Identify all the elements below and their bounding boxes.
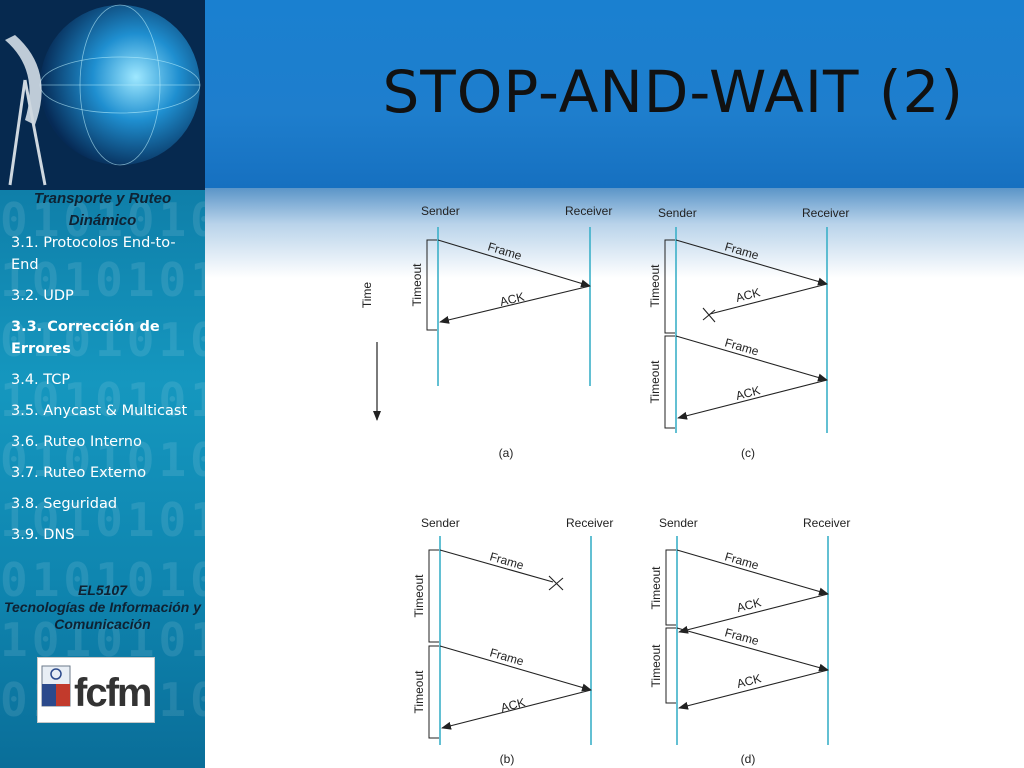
frame-arrow [439, 645, 592, 692]
frame-arrow [675, 239, 828, 286]
panel-caption: (d) [741, 752, 756, 766]
lost-ack-line [709, 283, 828, 315]
sender-label: Sender [658, 206, 697, 220]
sender-label: Sender [659, 516, 698, 530]
header-bar: STOP-AND-WAIT (2) [205, 0, 1024, 188]
ack-label: ACK [735, 595, 762, 615]
timeout-label: Timeout [412, 574, 426, 618]
frame-arrow [676, 627, 829, 672]
sidebar-title: Transporte y Ruteo Dinámico [33, 190, 172, 229]
lost-frame-line [439, 549, 554, 583]
frame-label: Frame [486, 239, 524, 263]
timeout-label: Timeout [648, 264, 662, 308]
panel-caption: (a) [499, 446, 514, 460]
menu-item-3-9[interactable]: 3.9. DNS [11, 527, 75, 543]
ack-arrow [678, 669, 829, 710]
university-seal-icon: fcfm [41, 665, 153, 715]
timeout-bracket [665, 549, 676, 626]
frame-arrow [676, 549, 829, 596]
course-info: EL5107 Tecnologías de Información y Comu… [0, 582, 205, 633]
sender-label: Sender [421, 204, 460, 218]
menu-item-3-2[interactable]: 3.2. UDP [11, 288, 74, 304]
timeout-bracket [428, 645, 439, 739]
frame-label: Frame [723, 625, 760, 648]
panel-c: Sender Receiver Timeout Timeout Frame AC… [648, 206, 849, 460]
slide-title: STOP-AND-WAIT (2) [382, 58, 964, 126]
frame-arrow [437, 239, 591, 288]
timeout-bracket [426, 239, 437, 331]
sidebar: 0101010 1010101 0101010 1010101 0101010 … [0, 0, 205, 768]
header-gradient-band [205, 188, 1024, 278]
course-code: EL5107 [77, 582, 128, 598]
lost-frame-x-icon [548, 575, 564, 591]
timeout-label: Timeout [410, 263, 424, 307]
timeout-label: Timeout [648, 360, 662, 404]
receiver-label: Receiver [566, 516, 613, 530]
panel-b: Sender Receiver Timeout Timeout Frame Fr… [412, 516, 613, 766]
menu-item-3-7[interactable]: 3.7. Ruteo Externo [11, 465, 147, 481]
panel-d: Sender Receiver Timeout Timeout Frame AC… [649, 516, 850, 766]
timeout-label: Timeout [649, 644, 663, 688]
stop-and-wait-diagram: Time Sender Receiver Timeout Frame ACK (… [360, 204, 850, 766]
timeout-label: Timeout [412, 670, 426, 714]
frame-arrow [675, 335, 828, 382]
timeout-label: Timeout [649, 566, 663, 610]
timeout-bracket [664, 335, 675, 429]
sender-label: Sender [421, 516, 460, 530]
panel-a: Sender Receiver Timeout Frame ACK (a) [410, 204, 612, 460]
ack-arrow [678, 593, 829, 634]
receiver-label: Receiver [565, 204, 612, 218]
globe-antenna-image [0, 0, 205, 190]
menu-item-3-8[interactable]: 3.8. Seguridad [11, 496, 118, 512]
timeout-bracket [665, 627, 676, 704]
receiver-label: Receiver [802, 206, 849, 220]
timeout-bracket [428, 549, 439, 643]
menu-item-3-5[interactable]: 3.5. Anycast & Multicast [11, 403, 188, 419]
course-name: Tecnologías de Información y Comunicació… [3, 599, 202, 632]
ack-label: ACK [735, 671, 762, 691]
fcfm-logo: fcfm [37, 657, 155, 723]
panel-caption: (b) [500, 752, 515, 766]
ack-arrow [677, 379, 828, 420]
ack-arrow [439, 285, 591, 324]
ack-label: ACK [734, 285, 761, 305]
receiver-label: Receiver [803, 516, 850, 530]
time-label: Time [360, 282, 374, 309]
ack-label: ACK [498, 290, 525, 309]
lost-ack-x-icon [702, 307, 716, 323]
timeout-bracket [664, 239, 675, 334]
ack-label: ACK [499, 695, 526, 715]
ack-label: ACK [734, 383, 761, 403]
menu-item-3-6[interactable]: 3.6. Ruteo Interno [11, 434, 142, 450]
menu-item-3-4[interactable]: 3.4. TCP [11, 372, 71, 388]
menu-item-3-1[interactable]: 3.1. Protocolos End-to-End [11, 235, 176, 273]
panel-caption: (c) [741, 446, 755, 460]
section-menu: 3.1. Protocolos End-to-End 3.2. UDP 3.3.… [11, 232, 201, 555]
logo-text: fcfm [74, 671, 151, 715]
menu-item-3-3[interactable]: 3.3. Corrección de Errores [11, 319, 160, 357]
ack-arrow [441, 689, 592, 730]
binary-background: 0101010 1010101 0101010 1010101 0101010 … [0, 193, 205, 727]
